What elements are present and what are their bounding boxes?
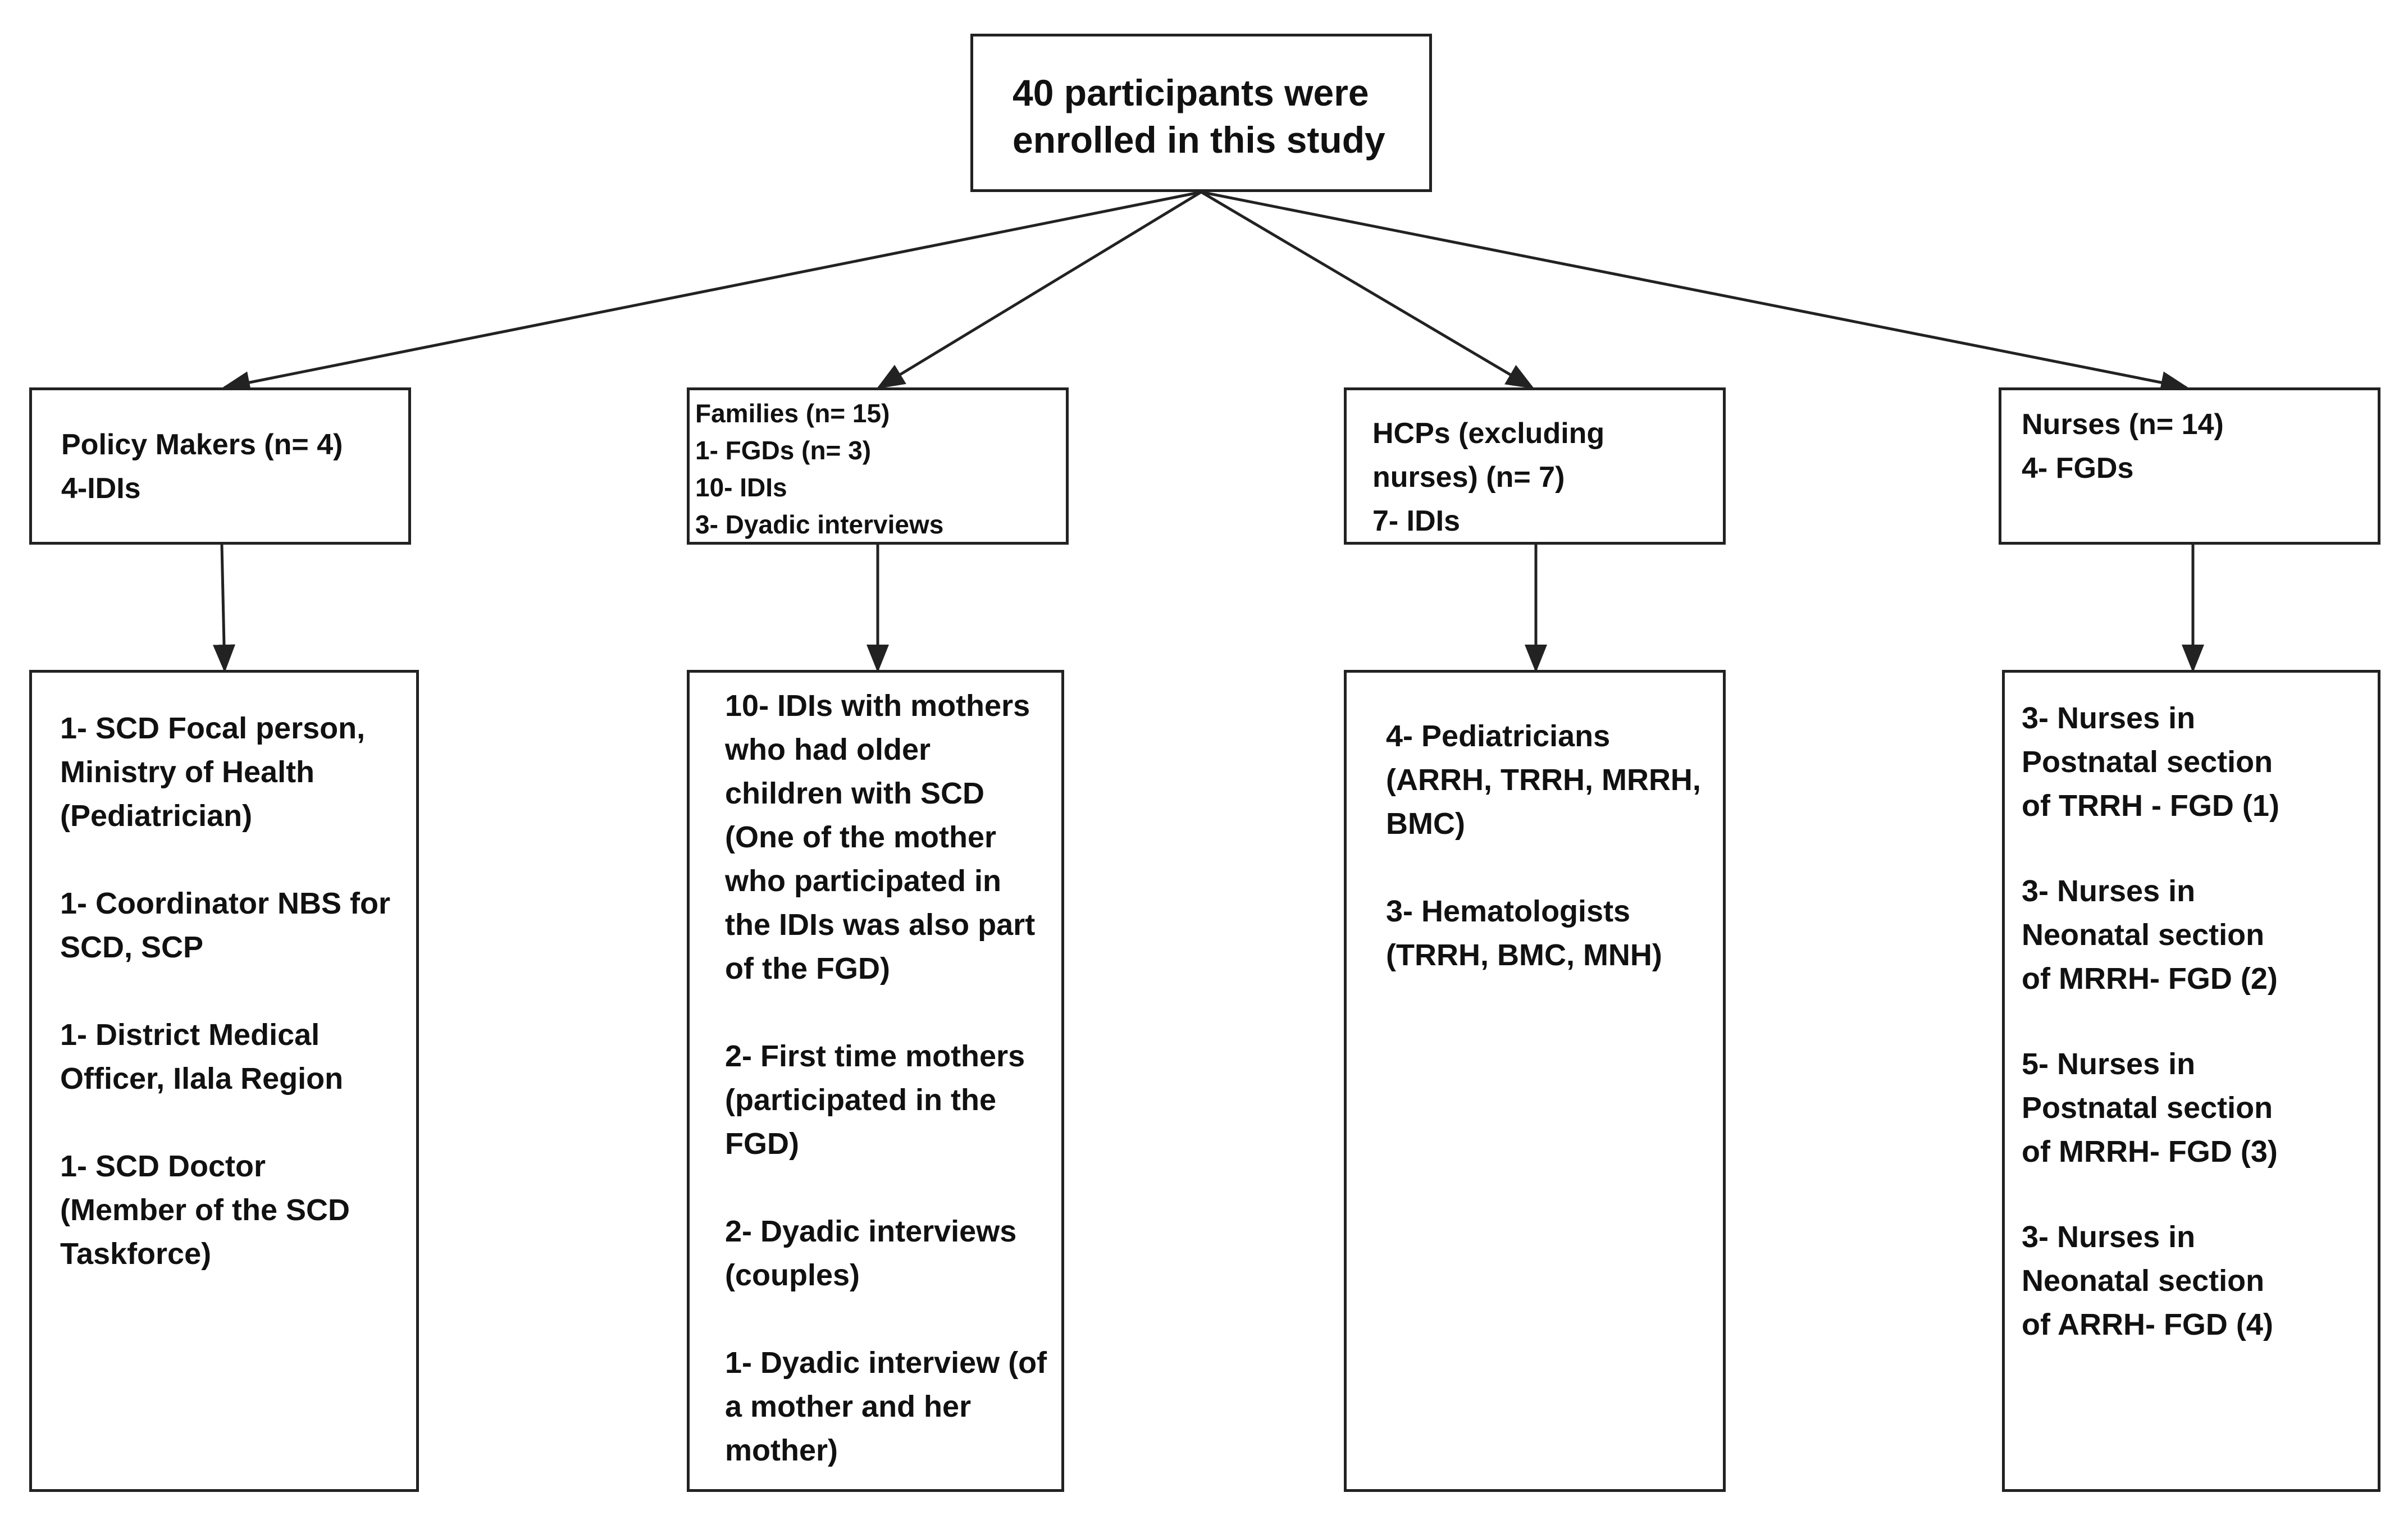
detail-line: 3- Hematologists: [1386, 894, 1631, 928]
category-line: Policy Makers (n= 4): [61, 428, 343, 461]
detail-line: of MRRH- FGD (2): [2022, 962, 2278, 996]
detail-paragraph: 4- Pediatricians (ARRH, TRRH, MRRH, BMC): [1386, 714, 1723, 846]
detail-paragraph: 2- First time mothers (participated in t…: [725, 1034, 1061, 1166]
detail-node-nurses: 3- Nurses in Postnatal section of TRRH -…: [2002, 670, 2380, 1492]
arrow-policy-to-detail: [212, 544, 235, 673]
category-node-hcps: HCPs (excluding nurses) (n= 7) 7- IDIs: [1344, 387, 1726, 545]
detail-paragraph: 3- Nurses in Postnatal section of TRRH -…: [2022, 696, 2378, 828]
detail-line: of the FGD): [725, 952, 890, 985]
category-line: 7- IDIs: [1372, 505, 1461, 537]
detail-node-policy-makers: 1- SCD Focal person, Ministry of Health …: [29, 670, 419, 1492]
detail-paragraph: 1- SCD Focal person, Ministry of Health …: [60, 706, 416, 838]
category-node-nurses: Nurses (n= 14) 4- FGDs: [1999, 387, 2380, 545]
detail-line: mother): [725, 1434, 838, 1467]
detail-line: of TRRH - FGD (1): [2022, 789, 2279, 823]
category-line: nurses) (n= 7): [1372, 461, 1565, 494]
detail-line: Taskforce): [60, 1237, 212, 1271]
detail-node-families: 10- IDIs with mothers who had older chil…: [687, 670, 1064, 1492]
category-line: 4-IDIs: [61, 472, 141, 505]
detail-line: 3- Nurses in: [2022, 1220, 2196, 1254]
root-line: enrolled in this study: [1013, 119, 1385, 161]
detail-line: Neonatal section: [2022, 1264, 2265, 1298]
detail-line: (Member of the SCD: [60, 1193, 350, 1227]
detail-line: a mother and her: [725, 1390, 972, 1423]
detail-line: 4- Pediatricians: [1386, 719, 1611, 753]
detail-paragraph: 1- SCD Doctor (Member of the SCD Taskfor…: [60, 1144, 416, 1276]
detail-line: SCD, SCP: [60, 930, 204, 964]
detail-line: Neonatal section: [2022, 918, 2265, 952]
category-line: HCPs (excluding: [1372, 417, 1605, 450]
detail-line: children with SCD: [725, 777, 985, 810]
detail-line: of ARRH- FGD (4): [2022, 1308, 2273, 1341]
detail-line: who had older: [725, 733, 931, 766]
detail-line: the IDIs was also part: [725, 908, 1036, 942]
detail-line: 1- District Medical: [60, 1018, 320, 1052]
category-line: Nurses (n= 14): [2022, 408, 2224, 441]
detail-line: (ARRH, TRRH, MRRH,: [1386, 763, 1701, 797]
detail-paragraph: 3- Nurses in Neonatal section of ARRH- F…: [2022, 1215, 2378, 1346]
category-node-policy-makers: Policy Makers (n= 4) 4-IDIs: [29, 387, 411, 545]
detail-line: (TRRH, BMC, MNH): [1386, 938, 1662, 972]
category-node-families: Families (n= 15) 1- FGDs (n= 3) 10- IDIs…: [687, 387, 1069, 545]
detail-line: FGD): [725, 1127, 799, 1161]
detail-line: Officer, Ilala Region: [60, 1062, 344, 1096]
detail-line: (One of the mother: [725, 820, 996, 854]
detail-line: Postnatal section: [2022, 745, 2273, 779]
detail-line: 2- First time mothers: [725, 1039, 1025, 1073]
detail-line: who participated in: [725, 864, 1002, 898]
detail-line: 1- SCD Doctor: [60, 1149, 266, 1183]
detail-paragraph: 2- Dyadic interviews (couples): [725, 1209, 1061, 1297]
detail-paragraph: 3- Nurses in Neonatal section of MRRH- F…: [2022, 869, 2378, 1001]
arrow-root-to-hcps: [1200, 190, 1535, 389]
detail-paragraph: 5- Nurses in Postnatal section of MRRH- …: [2022, 1042, 2378, 1174]
detail-paragraph: 1- Coordinator NBS for SCD, SCP: [60, 882, 416, 969]
category-line: Families (n= 15): [695, 399, 890, 428]
root-line: 40 participants were: [1013, 72, 1369, 113]
detail-line: BMC): [1386, 807, 1465, 841]
detail-line: 3- Nurses in: [2022, 874, 2196, 908]
detail-paragraph: 10- IDIs with mothers who had older chil…: [725, 684, 1061, 990]
detail-line: 5- Nurses in: [2022, 1047, 2196, 1081]
detail-line: 3- Nurses in: [2022, 701, 2196, 735]
detail-line: of MRRH- FGD (3): [2022, 1135, 2278, 1168]
detail-line: (couples): [725, 1258, 860, 1292]
detail-paragraph: 1- Dyadic interview (of a mother and her…: [725, 1341, 1061, 1472]
detail-line: 1- Coordinator NBS for: [60, 887, 390, 920]
detail-paragraph: 1- District Medical Officer, Ilala Regio…: [60, 1013, 416, 1101]
detail-paragraph: 3- Hematologists (TRRH, BMC, MNH): [1386, 889, 1723, 977]
detail-line: 2- Dyadic interviews: [725, 1215, 1017, 1248]
detail-line: (participated in the: [725, 1083, 997, 1117]
category-line: 3- Dyadic interviews: [695, 510, 944, 539]
detail-node-hcps: 4- Pediatricians (ARRH, TRRH, MRRH, BMC)…: [1344, 670, 1726, 1492]
detail-line: Postnatal section: [2022, 1091, 2273, 1125]
category-line: 10- IDIs: [695, 473, 787, 502]
root-node-participants-enrolled: 40 participants were enrolled in this st…: [970, 34, 1432, 192]
arrow-root-to-nurses: [1201, 190, 2189, 394]
category-line: 4- FGDs: [2022, 452, 2134, 485]
arrow-root-to-policy: [222, 190, 1202, 394]
arrow-root-to-families: [876, 190, 1202, 389]
detail-line: 1- Dyadic interview (of: [725, 1346, 1047, 1380]
category-line: 1- FGDs (n= 3): [695, 436, 872, 465]
detail-line: 1- SCD Focal person,: [60, 711, 366, 745]
detail-line: (Pediatrician): [60, 799, 253, 833]
detail-line: 10- IDIs with mothers: [725, 689, 1030, 723]
detail-line: Ministry of Health: [60, 755, 315, 789]
